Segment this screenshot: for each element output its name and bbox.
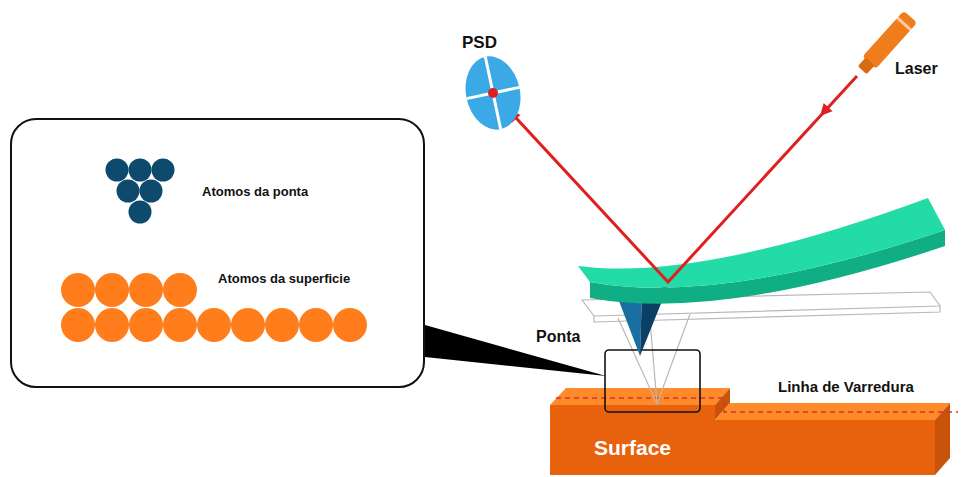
surface-atom	[231, 308, 265, 342]
surface-label: Surface	[594, 436, 671, 460]
tip-atom	[152, 159, 175, 182]
psd-detector	[459, 51, 527, 135]
tip-atom	[140, 180, 163, 203]
tip-atom	[106, 159, 129, 182]
inset-box: Atomos da pontaAtomos da superficie	[10, 118, 425, 388]
tip-atom	[129, 159, 152, 182]
scan-line-label: Linha de Varredura	[778, 378, 914, 395]
zoom-box	[605, 350, 700, 412]
surface-atom	[95, 273, 129, 307]
tip-atom	[117, 180, 140, 203]
surface-atom	[299, 308, 333, 342]
psd-label: PSD	[462, 33, 497, 53]
surface-atom	[129, 273, 163, 307]
surface-atom	[163, 308, 197, 342]
tip-atom	[129, 201, 152, 224]
surface-atom	[163, 273, 197, 307]
surface-atom	[95, 308, 129, 342]
atoms-illustration	[12, 120, 422, 385]
scan-line	[556, 398, 958, 412]
surface-atom	[61, 273, 95, 307]
surface-atom	[129, 308, 163, 342]
laser-beam	[493, 76, 857, 282]
surface-block-face: Surface	[550, 420, 715, 475]
surface-atom	[333, 308, 367, 342]
cantilever	[578, 198, 945, 304]
surface-atom	[265, 308, 299, 342]
zoom-wedge	[425, 325, 606, 376]
tip-atoms-label: Atomos da ponta	[202, 184, 308, 199]
laser-spot	[488, 88, 498, 98]
tip-label: Ponta	[536, 328, 580, 346]
surface-atom	[61, 308, 95, 342]
surface-atom	[197, 308, 231, 342]
surface-atoms-label: Atomos da superficie	[218, 271, 350, 286]
laser-label: Laser	[895, 60, 938, 78]
surface-block	[550, 388, 950, 475]
